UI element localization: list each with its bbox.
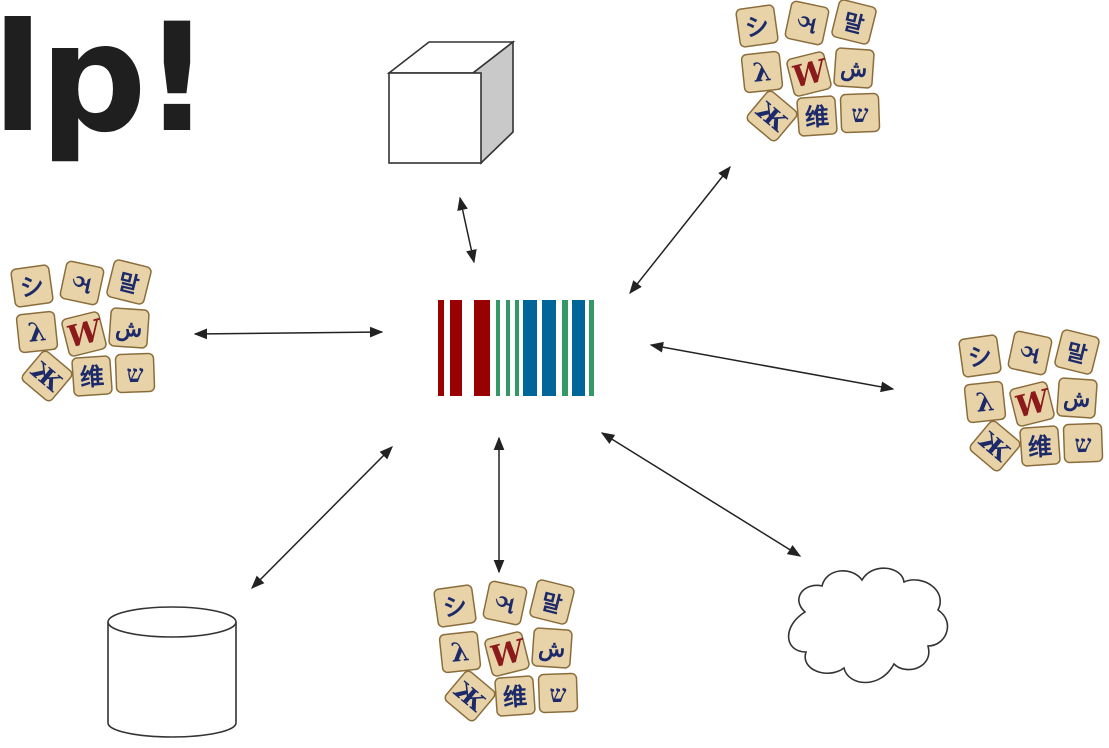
cube-icon <box>386 40 516 165</box>
wikidata-logo <box>438 300 594 396</box>
barcode-bar <box>589 300 594 396</box>
arrow-hub-wiki-left <box>193 326 384 340</box>
wikipedia-logo-bottom <box>432 578 579 724</box>
barcode-bar <box>450 300 462 396</box>
barcode-bar <box>523 300 537 396</box>
barcode-bar <box>515 300 519 396</box>
wikipedia-logo-left <box>9 258 156 404</box>
arrow-hub-cube <box>457 196 477 264</box>
barcode-bar <box>572 300 585 396</box>
wikipedia-logo-top-right <box>734 0 881 144</box>
cloud-icon <box>787 567 949 684</box>
connections <box>193 165 895 589</box>
arrow-hub-database <box>251 446 393 589</box>
barcode-bar <box>542 300 556 396</box>
barcode-bar <box>506 300 510 396</box>
arrow-hub-wiki-top-right <box>629 165 731 295</box>
barcode-bar <box>438 300 444 396</box>
barcode-bar <box>496 300 500 396</box>
barcode-bar <box>562 300 568 396</box>
wikipedia-logo-right <box>957 328 1104 474</box>
arrow-hub-wiki-right <box>649 341 895 393</box>
slide-title-fragment: lp! <box>0 0 211 166</box>
arrow-hub-cloud <box>600 432 802 557</box>
database-cylinder-icon <box>107 606 237 738</box>
barcode-bar <box>474 300 490 396</box>
